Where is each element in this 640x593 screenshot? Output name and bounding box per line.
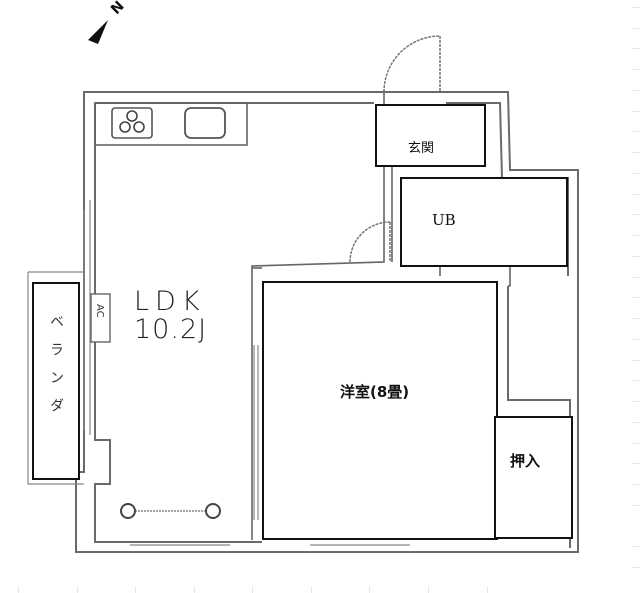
closet-label: 押入 (510, 452, 541, 470)
closet (494, 416, 573, 539)
ldk-size-label: 10.2J (134, 314, 208, 345)
north-arrow-icon (88, 20, 108, 44)
entrance-door-swing (383, 35, 441, 93)
genkan-room (375, 104, 486, 167)
three-burner-stove-icon (111, 107, 153, 139)
genkan-label: 玄関 (408, 141, 435, 156)
aircon-label: AC (94, 304, 105, 318)
bath-label: UB (432, 211, 456, 229)
western-room-label: 洋室(8畳) (340, 383, 410, 401)
bath-door-swing (349, 221, 391, 263)
curtain-rail-icon (120, 503, 221, 519)
ldk-name-label: LDK (134, 286, 206, 317)
bath-room (400, 177, 568, 267)
kitchen-counter (94, 102, 248, 146)
aircon-unit (90, 293, 111, 343)
balcony (32, 282, 80, 480)
kitchen-sink-icon (184, 107, 226, 139)
western-room (262, 281, 498, 540)
balcony-label: ベランダ (48, 314, 64, 426)
